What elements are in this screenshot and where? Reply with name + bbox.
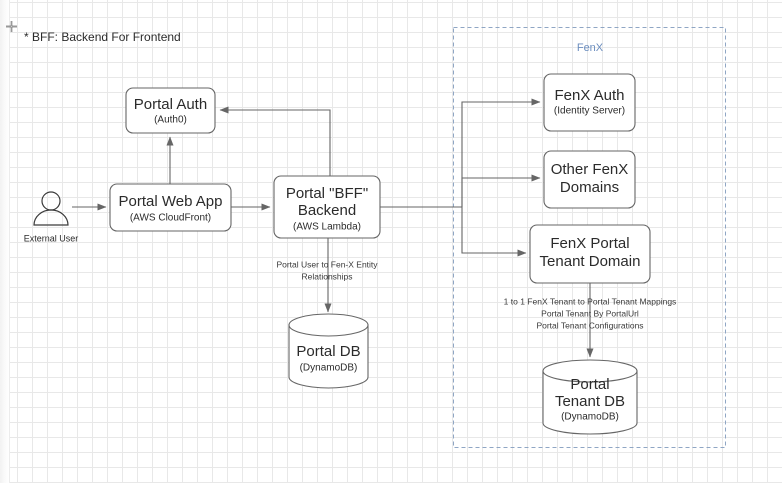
portal-db-title: Portal DB (296, 343, 360, 360)
portal-tenant-db-subtitle: (DynamoDB) (561, 412, 619, 423)
edge-bff-to-portal-auth (219, 106, 331, 176)
node-fenx-portal-tenant-domain[interactable]: FenX Portal Tenant Domain (529, 224, 651, 284)
edge-bff-to-other-fenx-domains (461, 174, 541, 207)
other-fenx-domains-title-line1: Other FenX (551, 161, 629, 178)
portal-db-cylinder-top (288, 313, 369, 337)
edge-label-tenant-domain-to-tenant-db: 1 to 1 FenX Tenant to Portal Tenant Mapp… (504, 296, 677, 330)
portal-db-cylinder-body (288, 324, 369, 389)
edge-bff-to-fenx-auth (461, 98, 541, 207)
bff-portal-db-label-line1: Portal User to Fen-X Entity (276, 259, 378, 269)
fenx-group-container[interactable]: FenX (453, 27, 726, 448)
tenant-db-label-line2: Portal Tenant By PortalUrl (541, 308, 639, 318)
person-icon-head (41, 191, 61, 211)
portal-tenant-db-title-line2: Tenant DB (555, 393, 625, 410)
person-icon-body (33, 209, 69, 226)
fenx-portal-tenant-domain-title-line2: Tenant Domain (540, 253, 641, 270)
portal-auth-subtitle: (Auth0) (154, 115, 187, 126)
node-fenx-auth[interactable]: FenX Auth (Identity Server) (543, 73, 636, 132)
portal-db-subtitle: (DynamoDB) (300, 363, 358, 374)
other-fenx-domains-title-line2: Domains (560, 179, 619, 196)
portal-bff-backend-title-line1: Portal "BFF" (286, 185, 368, 202)
portal-bff-backend-title-line2: Backend (298, 202, 356, 219)
external-user-label: External User (24, 233, 79, 243)
fenx-group-label: FenX (577, 42, 604, 54)
connectors (72, 98, 594, 358)
fenx-auth-subtitle: (Identity Server) (554, 106, 625, 117)
node-portal-bff-backend[interactable]: Portal "BFF" Backend (AWS Lambda) (273, 175, 381, 239)
node-portal-tenant-db[interactable]: Portal Tenant DB (DynamoDB) (542, 359, 638, 435)
portal-web-app-title: Portal Web App (119, 193, 223, 210)
node-other-fenx-domains[interactable]: Other FenX Domains (543, 150, 636, 209)
external-user-actor[interactable]: External User (24, 191, 79, 243)
portal-web-app-subtitle: (AWS CloudFront) (130, 213, 211, 224)
legend-footnote: * BFF: Backend For Frontend (24, 30, 181, 44)
edge-label-bff-to-portal-db: Portal User to Fen-X Entity Relationship… (276, 259, 378, 281)
edge-bff-to-fenx-portal-tenant-domain (461, 207, 527, 257)
fenx-portal-tenant-domain-title-line1: FenX Portal (550, 235, 629, 252)
canvas-left-gutter (0, 0, 10, 483)
bff-portal-db-label-line2: Relationships (301, 271, 352, 281)
node-portal-db[interactable]: Portal DB (DynamoDB) (288, 313, 369, 389)
portal-tenant-db-title-line1: Portal (570, 376, 609, 393)
portal-tenant-db-cylinder-body (542, 370, 638, 435)
portal-tenant-db-cylinder-top (542, 359, 638, 383)
fenx-auth-title: FenX Auth (554, 87, 624, 104)
node-portal-web-app[interactable]: Portal Web App (AWS CloudFront) (109, 183, 232, 232)
tenant-db-label-line3: Portal Tenant Configurations (536, 320, 643, 330)
portal-auth-title: Portal Auth (134, 96, 207, 113)
node-portal-auth[interactable]: Portal Auth (Auth0) (125, 87, 216, 134)
tenant-db-label-line1: 1 to 1 FenX Tenant to Portal Tenant Mapp… (504, 296, 677, 306)
portal-bff-backend-subtitle: (AWS Lambda) (293, 222, 361, 233)
